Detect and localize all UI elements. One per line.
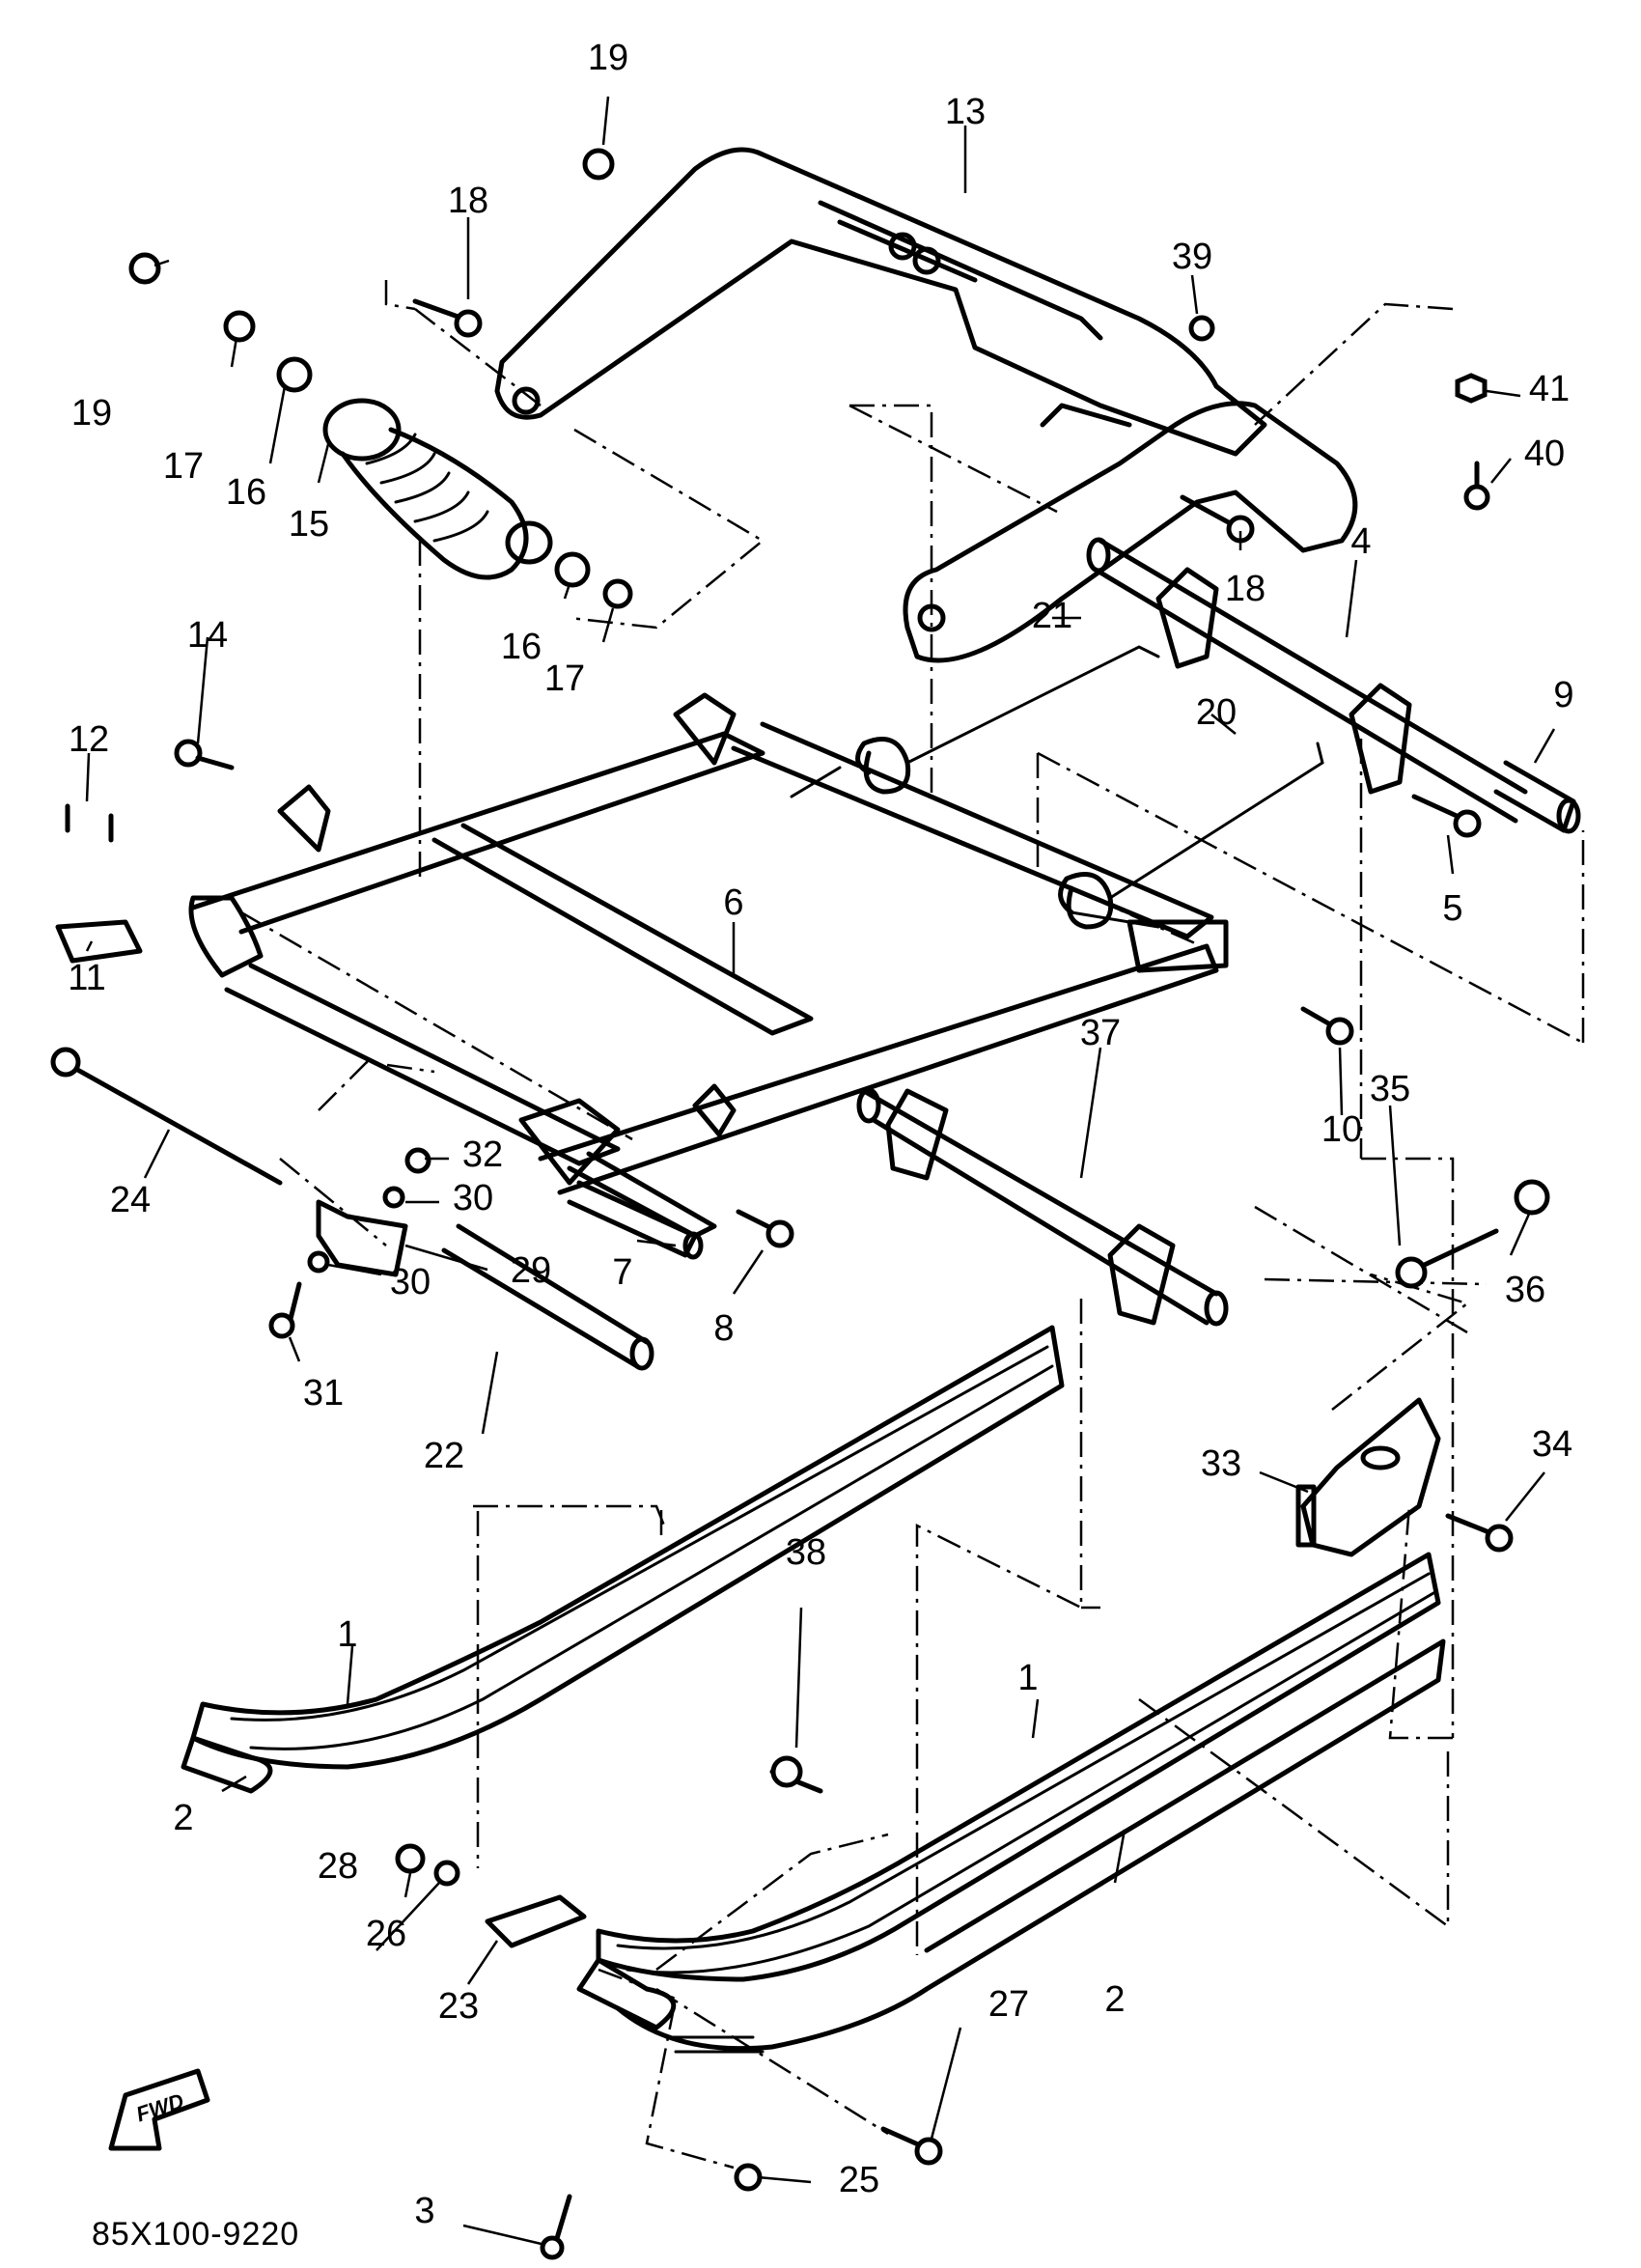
stopper-bracket xyxy=(1295,1397,1441,1557)
nut-19-top xyxy=(582,148,615,181)
callout-7: 7 xyxy=(612,1252,632,1293)
callout-33: 33 xyxy=(1201,1443,1241,1484)
callout-9: 9 xyxy=(1553,675,1573,715)
callout-1: 1 xyxy=(337,1614,357,1655)
callout-34: 34 xyxy=(1532,1424,1572,1465)
callout-17: 17 xyxy=(544,658,585,699)
callout-25: 25 xyxy=(839,2160,879,2200)
bushing-16-upper xyxy=(276,356,313,393)
callout-19: 19 xyxy=(588,38,628,78)
nut-30-lower xyxy=(307,1250,330,1274)
callout-36: 36 xyxy=(1505,1270,1545,1310)
callout-2: 2 xyxy=(173,1798,193,1838)
callout-18: 18 xyxy=(448,181,488,221)
callout-29: 29 xyxy=(511,1250,551,1291)
shock-absorber xyxy=(322,398,553,580)
callout-4: 4 xyxy=(1350,521,1371,562)
nut-41 xyxy=(1455,373,1488,404)
collar-26 xyxy=(433,1860,460,1887)
bolt-18-lower xyxy=(1180,494,1238,529)
nut-30-upper xyxy=(382,1186,405,1209)
callout-6: 6 xyxy=(723,882,743,923)
callout-30: 30 xyxy=(390,1262,431,1302)
hardware xyxy=(50,148,1550,2260)
slide-stopper-23 xyxy=(485,1894,587,1948)
callout-23: 23 xyxy=(438,1986,479,2027)
callout-38: 38 xyxy=(786,1532,826,1573)
callout-40: 40 xyxy=(1524,434,1565,474)
cross-shaft xyxy=(1086,537,1581,834)
callout-35: 35 xyxy=(1370,1069,1410,1109)
callout-31: 31 xyxy=(303,1373,344,1414)
callout-1: 1 xyxy=(1017,1658,1038,1698)
callout-18: 18 xyxy=(1225,569,1266,609)
callout-10: 10 xyxy=(1321,1109,1362,1150)
callout-16: 16 xyxy=(501,627,542,667)
nut-36 xyxy=(1514,1179,1550,1216)
front-shaft xyxy=(55,919,704,1260)
bushing-16-lower xyxy=(554,551,591,588)
fwd-badge: FWD xyxy=(108,2068,210,2151)
callout-21: 21 xyxy=(1032,596,1072,636)
callout-8: 8 xyxy=(713,1308,734,1349)
callout-20: 20 xyxy=(1196,692,1237,733)
slide-rail-right xyxy=(576,1552,1446,2054)
callout-41: 41 xyxy=(1529,369,1570,409)
callout-3: 3 xyxy=(414,2191,434,2231)
bolt-31 xyxy=(287,1281,302,1326)
callout-39: 39 xyxy=(1172,237,1212,277)
callout-22: 22 xyxy=(424,1436,464,1476)
callout-37: 37 xyxy=(1080,1013,1121,1053)
bolt-18-upper xyxy=(412,298,466,322)
nut-19-left xyxy=(128,252,161,285)
callout-2: 2 xyxy=(1104,1979,1125,2020)
bolt-35 xyxy=(1411,1228,1499,1273)
callout-14: 14 xyxy=(187,615,228,656)
bolt-24 xyxy=(70,1064,283,1186)
callout-11: 11 xyxy=(68,958,105,998)
leader-lines xyxy=(85,96,1556,2247)
callout-16: 16 xyxy=(226,472,266,513)
collar-32 xyxy=(404,1147,431,1174)
callouts: 19 13 18 39 41 40 19 17 16 15 18 4 16 17… xyxy=(68,38,1573,2231)
collar-17-lower xyxy=(602,578,633,609)
bolt-14 xyxy=(174,739,203,768)
bolt-39 xyxy=(1188,315,1215,342)
drawing-code: 85X100-9220 xyxy=(92,2216,300,2253)
callout-17: 17 xyxy=(163,446,204,487)
nut-28 xyxy=(395,1843,426,1874)
torsion-springs xyxy=(790,645,1324,930)
callout-32: 32 xyxy=(462,1134,503,1175)
slide-frame xyxy=(188,692,1229,1239)
upper-arm xyxy=(494,147,1267,457)
callout-28: 28 xyxy=(318,1846,358,1887)
callout-13: 13 xyxy=(945,92,986,132)
callout-24: 24 xyxy=(110,1180,151,1220)
adjuster-bracket xyxy=(316,1199,408,1277)
nut-25 xyxy=(734,2163,763,2192)
callout-19: 19 xyxy=(71,393,112,434)
shaft-22 xyxy=(441,1223,650,1369)
rear-arm xyxy=(903,401,1358,663)
screw-3 xyxy=(552,2194,572,2248)
fwd-label: FWD xyxy=(133,2088,186,2126)
slide-rail-left xyxy=(181,1325,1065,1794)
callout-26: 26 xyxy=(366,1914,406,1954)
callout-27: 27 xyxy=(988,1984,1029,2025)
callout-12: 12 xyxy=(69,719,109,760)
pins-12 xyxy=(65,803,114,843)
callout-5: 5 xyxy=(1442,888,1462,929)
rear-shaft xyxy=(856,1087,1229,1327)
collar-17-upper xyxy=(223,310,256,343)
callout-15: 15 xyxy=(289,504,329,545)
callout-30: 30 xyxy=(453,1178,493,1218)
